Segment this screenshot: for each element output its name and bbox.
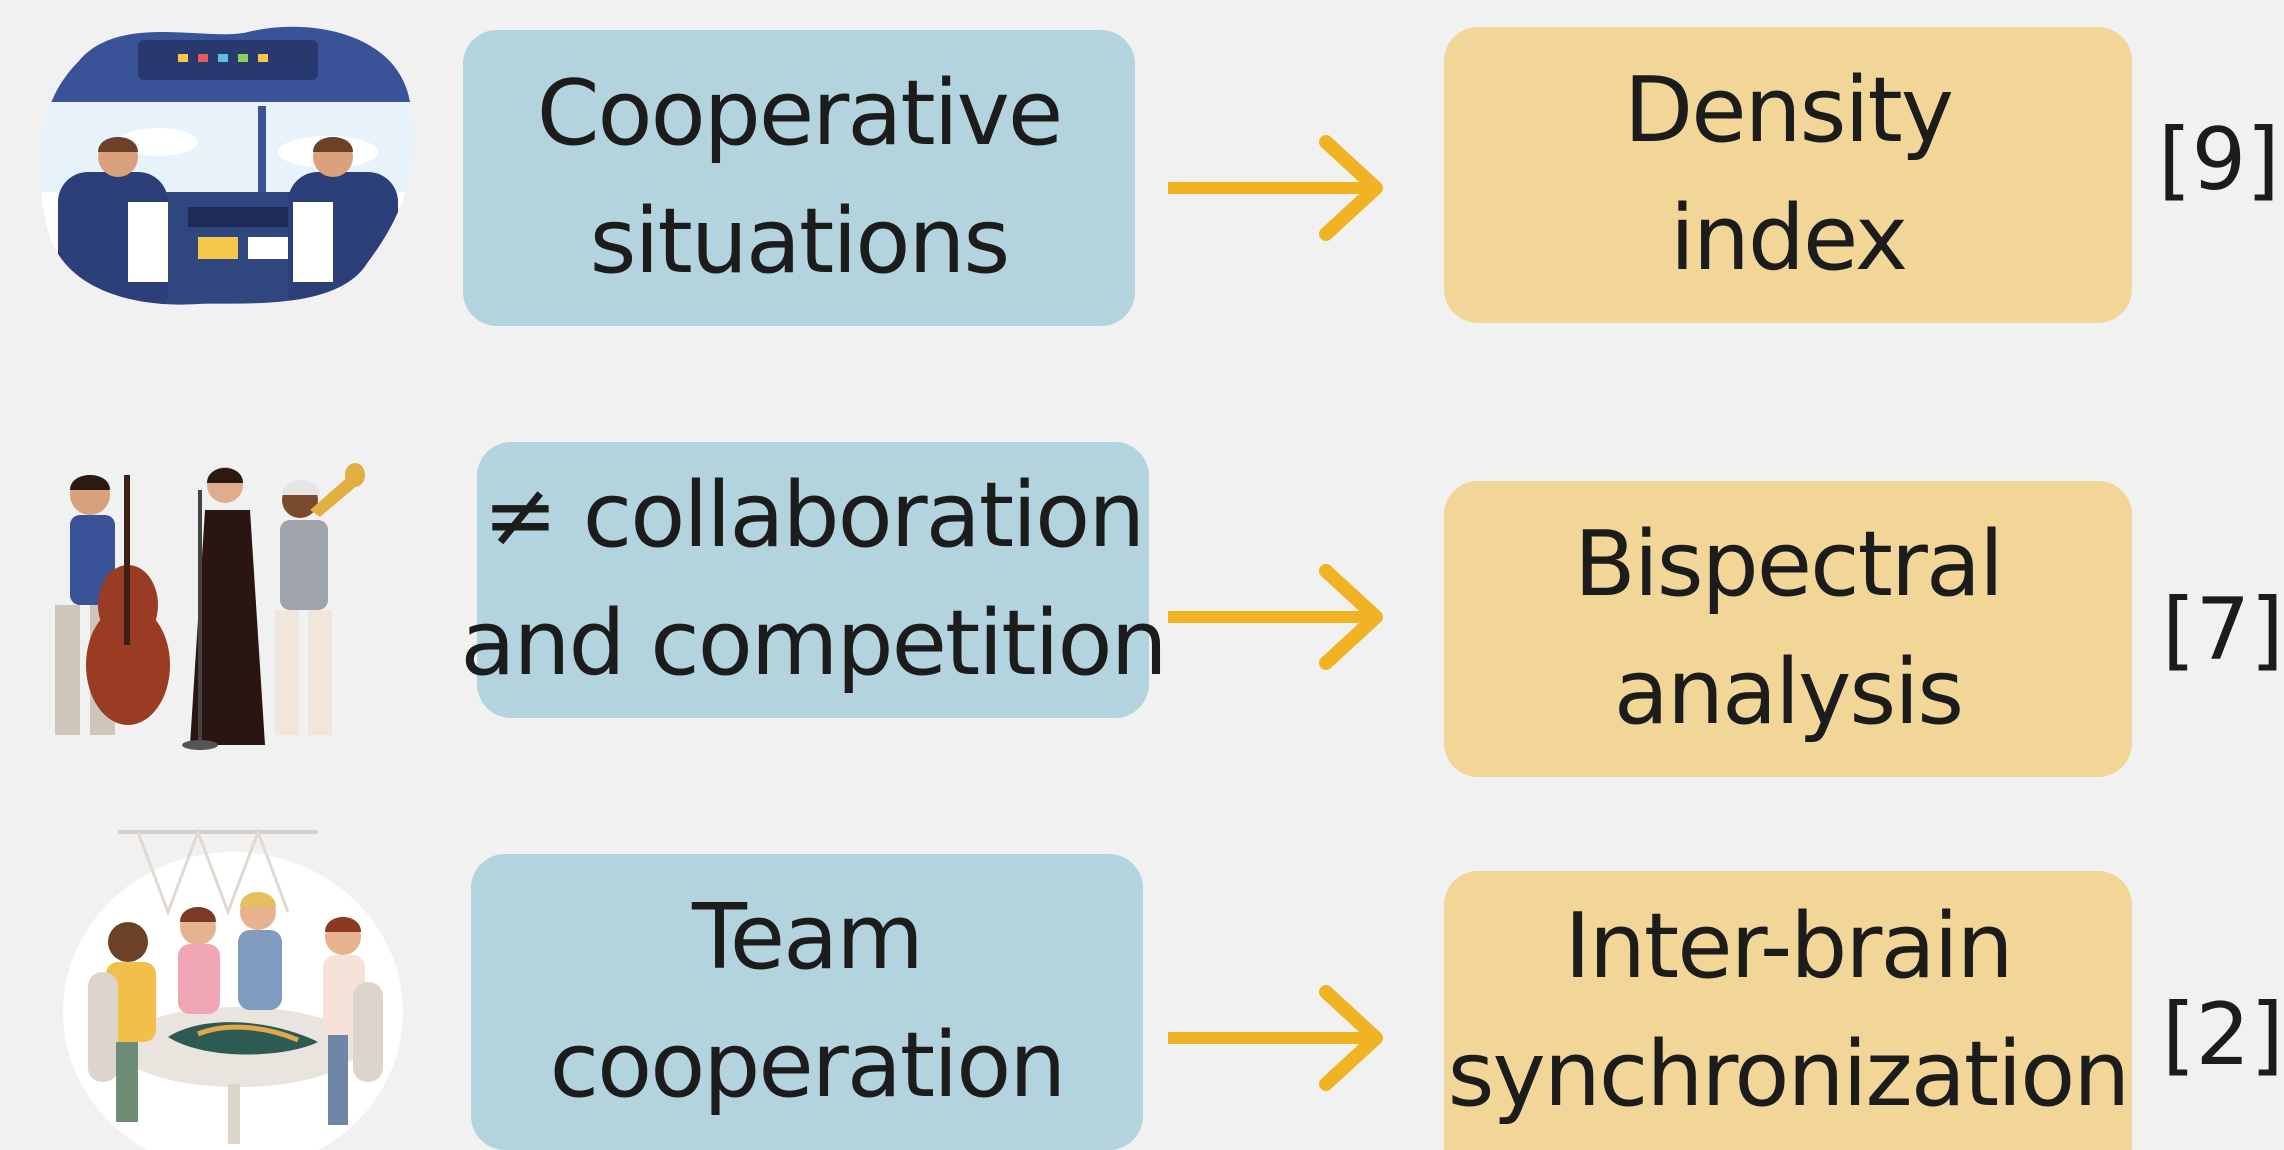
method-line-1: Density (1623, 58, 1954, 163)
reference-citation: [9] (2158, 110, 2280, 210)
method-box-bispectral-analysis: Bispectral analysis (1444, 481, 2132, 777)
method-box-inter-brain-synchronization: Inter-brain synchronization (1444, 871, 2132, 1150)
concept-box-team-cooperation: Team cooperation (471, 854, 1143, 1150)
concept-box-collaboration-competition: ≠ collaboration and competition (460, 442, 1168, 718)
method-line-2: synchronization (1447, 1021, 2131, 1127)
jazz-band-illustration (55, 463, 365, 750)
concept-line-2: cooperation (549, 1013, 1067, 1118)
method-line-2: index (1669, 186, 1908, 291)
concept-box-cooperative-situations: Cooperative situations (463, 30, 1135, 326)
cockpit-pilots-illustration (39, 26, 414, 305)
reference-citation: [7] (2162, 580, 2284, 680)
team-painting-illustration (63, 827, 403, 1150)
concept-line-2: and competition (460, 591, 1167, 696)
concept-line-1: ≠ collaboration (482, 463, 1145, 568)
concept-line-1: Team (692, 885, 924, 990)
method-box-density-index: Density index (1444, 27, 2132, 323)
method-line-1: Bispectral (1573, 512, 2004, 617)
right-arrow-icon (1168, 564, 1383, 670)
method-line-1: Inter-brain (1564, 893, 2013, 999)
reference-citation: [2] (2162, 985, 2284, 1085)
right-arrow-icon (1168, 985, 1383, 1091)
method-line-2: analysis (1613, 640, 1964, 745)
concept-line-1: Cooperative (536, 61, 1064, 166)
right-arrow-icon (1168, 135, 1383, 241)
concept-line-2: situations (589, 189, 1011, 294)
